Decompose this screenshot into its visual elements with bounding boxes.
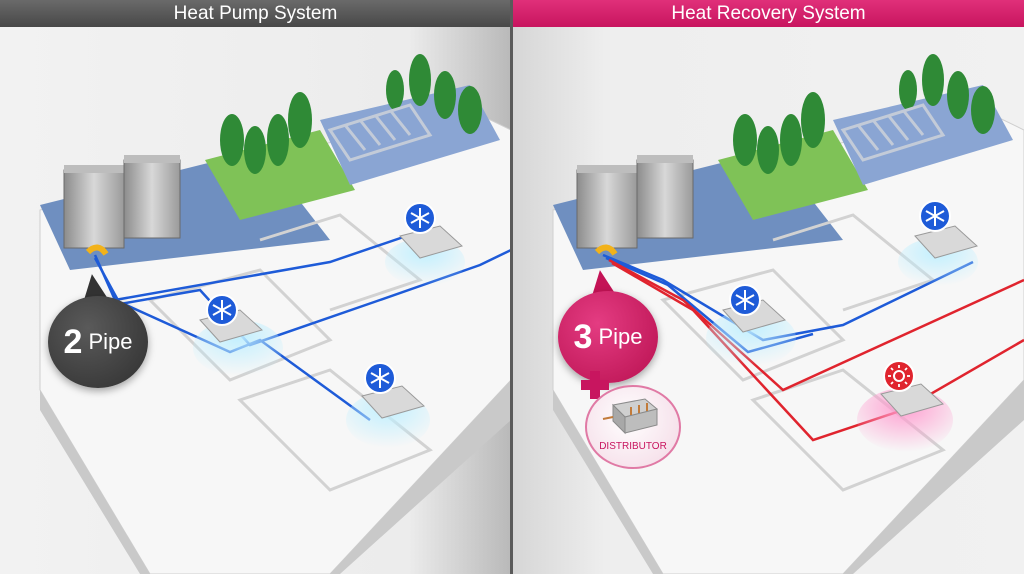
heat-pump-panel: Heat Pump System: [0, 0, 511, 574]
heat-pump-title: Heat Pump System: [0, 0, 511, 27]
heat-recovery-panel: Heat Recovery System: [513, 0, 1024, 574]
tree-group: [220, 54, 482, 174]
pergola: [840, 103, 946, 162]
heat-recovery-title: Heat Recovery System: [513, 0, 1024, 27]
pergola: [327, 103, 433, 162]
airflow-cooling: [706, 310, 796, 366]
pipe-origin-marker: [85, 244, 109, 256]
indoor-unit: [914, 200, 979, 259]
heat-recovery-building-illustration: [552, 54, 1024, 574]
panel-divider: [510, 0, 514, 574]
pipe-origin-marker: [594, 244, 618, 256]
two-pipe-badge: 2 Pipe: [48, 296, 148, 388]
outdoor-unit-1: [63, 165, 125, 249]
building-front-wall: [553, 380, 1024, 574]
indoor-unit: [880, 360, 945, 417]
outdoor-unit-1: [576, 165, 638, 249]
distributor-badge: DISTRIBUTOR: [585, 385, 681, 469]
indoor-unit: [199, 294, 264, 343]
pipe-count: 2: [63, 322, 83, 361]
tree-group: [733, 54, 995, 174]
plus-icon: [581, 371, 609, 399]
indoor-unit: [399, 202, 464, 259]
pipe-word: Pipe: [598, 324, 643, 349]
pipe-word: Pipe: [88, 329, 133, 354]
three-pipe-badge: 3 Pipe: [558, 291, 658, 383]
outdoor-unit-2: [636, 155, 694, 239]
distributor-label: DISTRIBUTOR: [599, 441, 667, 452]
indoor-unit: [361, 362, 426, 419]
distributor-unit-icon: [602, 398, 659, 435]
heat-pump-building-illustration: [39, 54, 511, 574]
indoor-unit: [722, 284, 787, 333]
outdoor-unit-2: [123, 155, 181, 239]
pipe-count: 3: [573, 317, 593, 356]
building-front-wall: [40, 380, 511, 574]
